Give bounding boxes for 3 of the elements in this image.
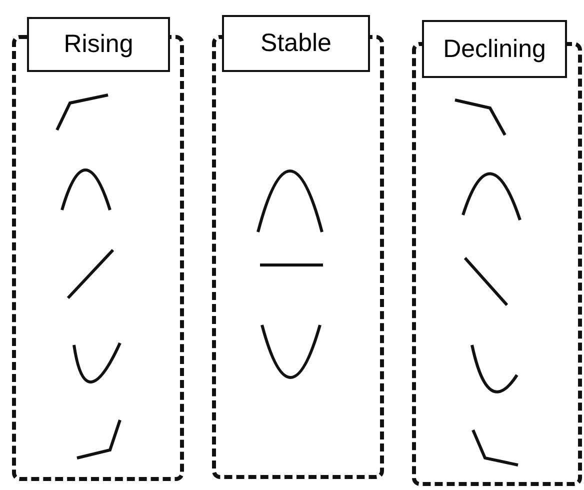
column-heading: Declining — [422, 20, 567, 78]
column-heading: Rising — [27, 17, 170, 72]
column-heading: Stable — [222, 15, 370, 72]
